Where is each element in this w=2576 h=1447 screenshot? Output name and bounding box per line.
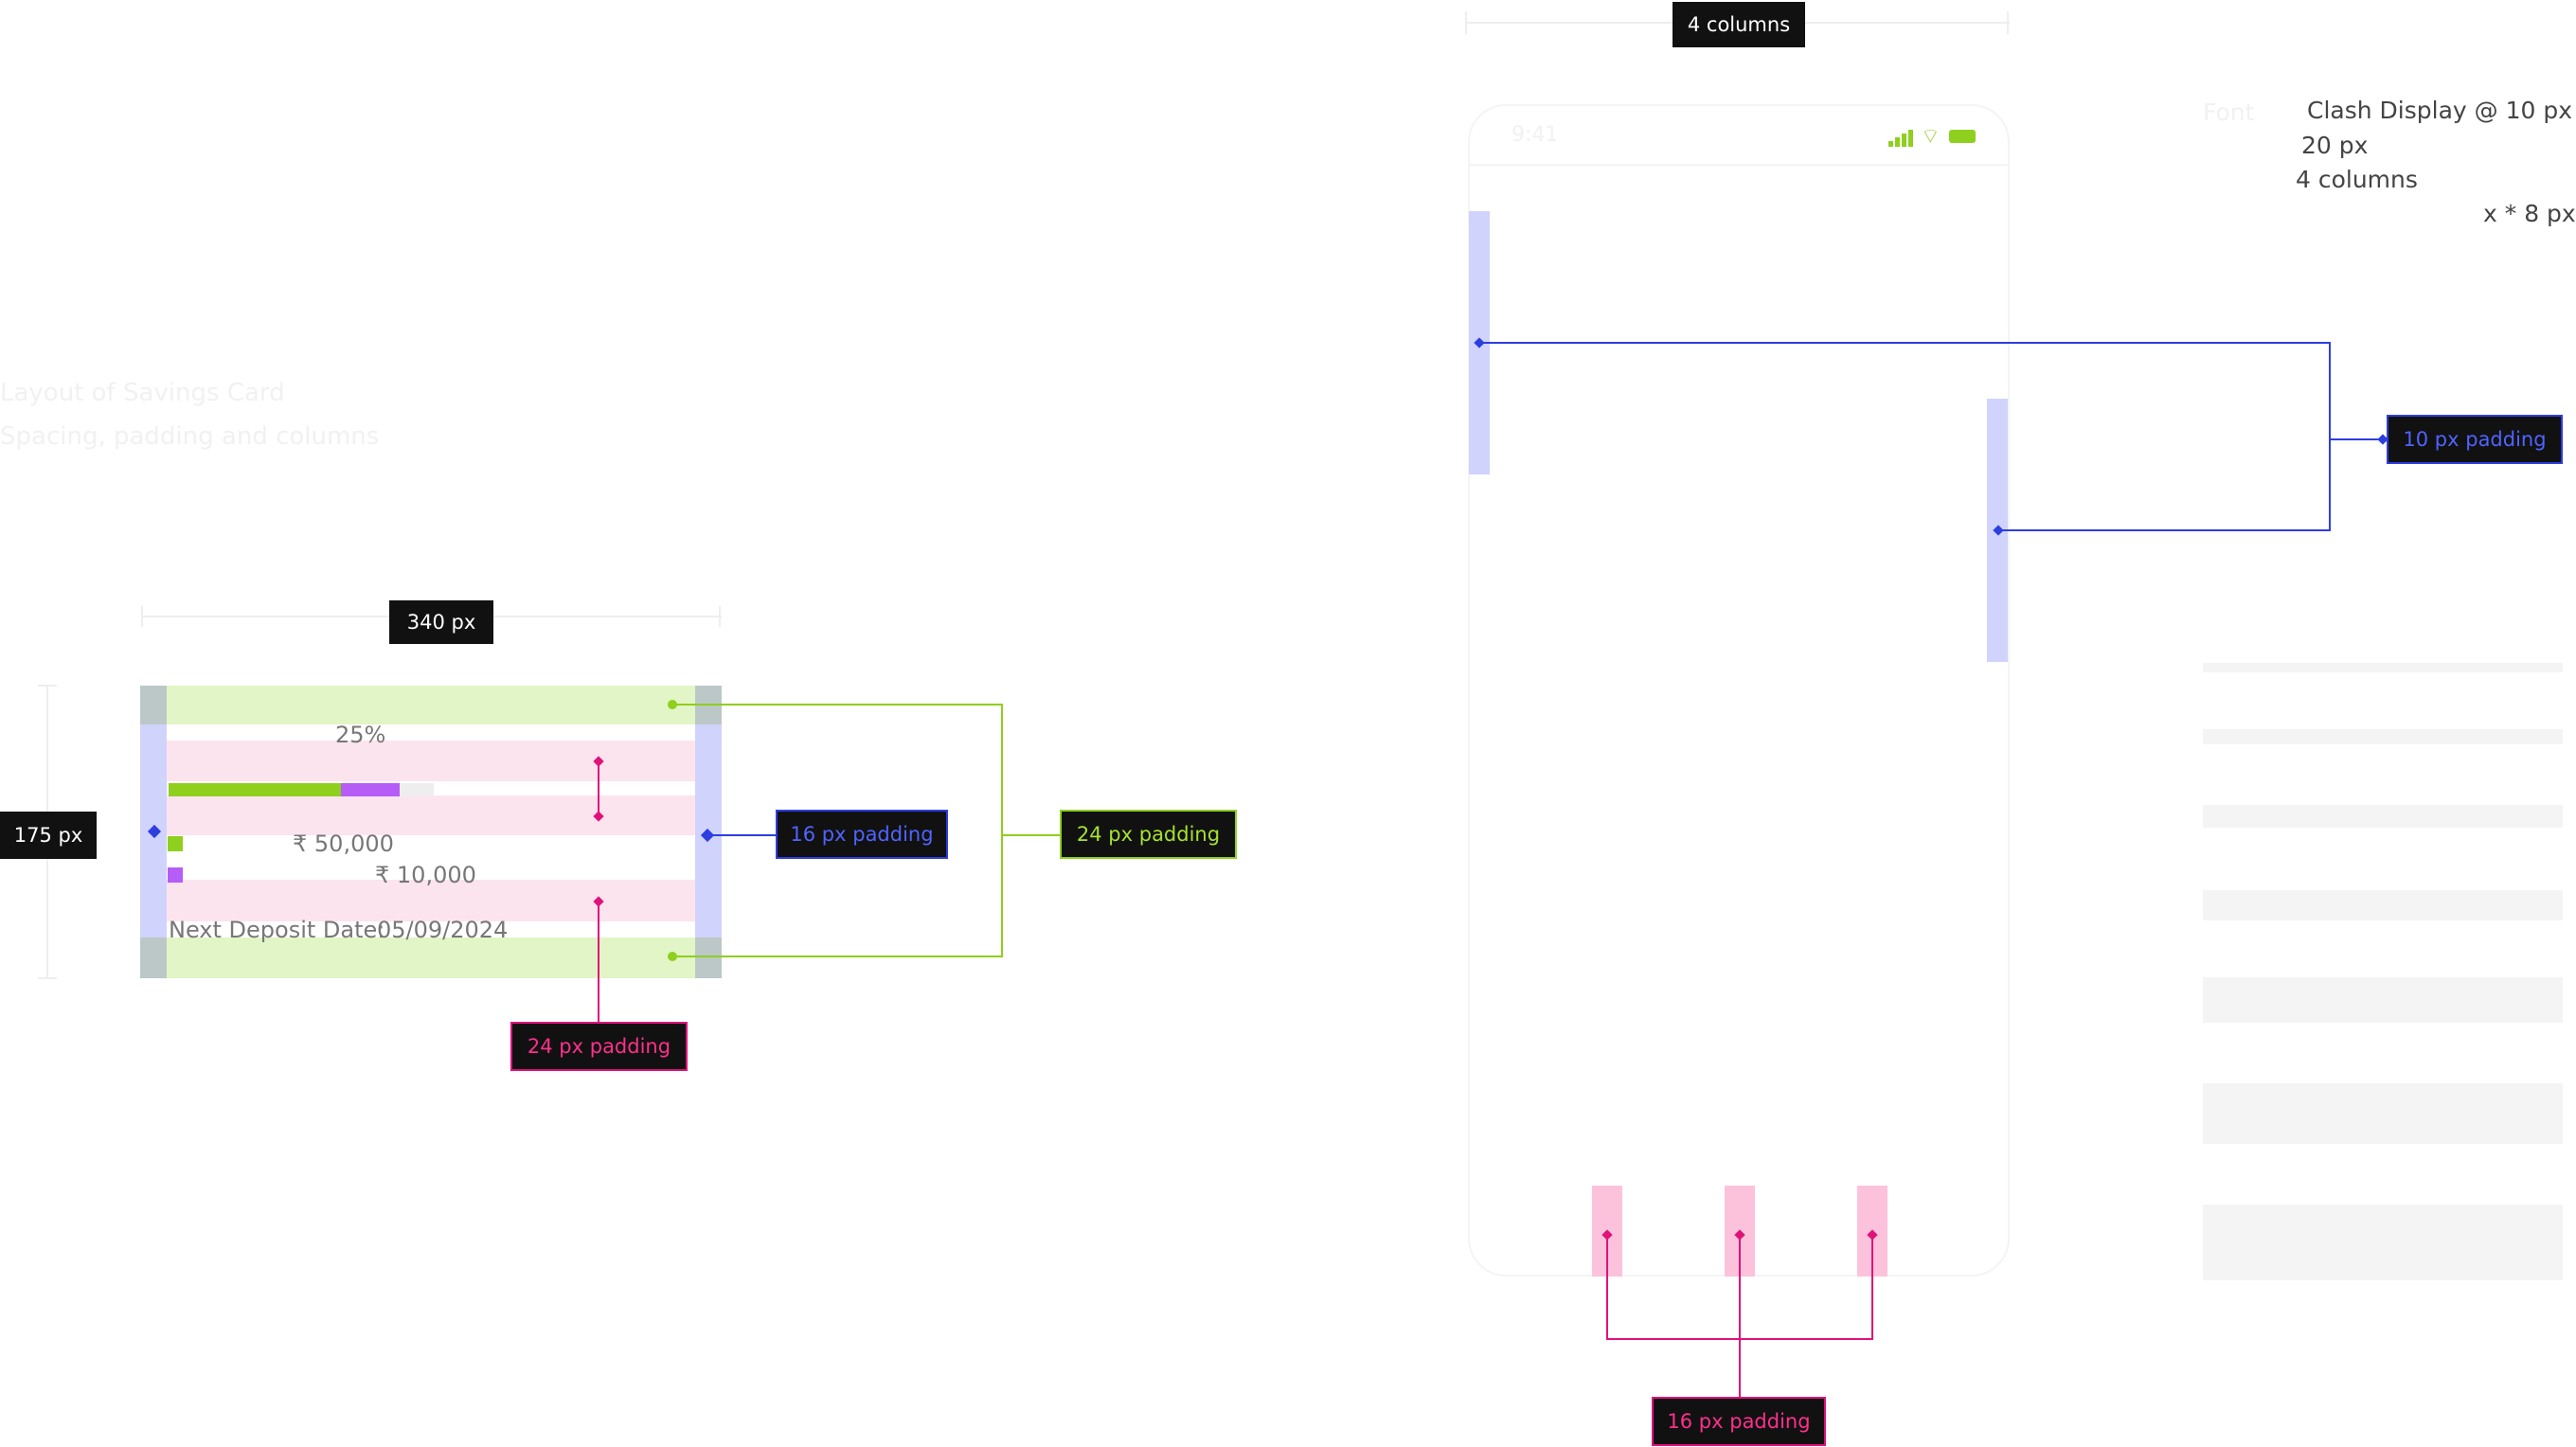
faded-note-line-2: Spacing, padding and columns	[0, 422, 380, 451]
phone-status-divider	[1470, 164, 2008, 166]
row-gap-3	[167, 880, 695, 921]
inner-padding-tag: 16 px padding	[776, 810, 948, 859]
faint-row-3	[2203, 805, 2563, 828]
corner-bl	[140, 938, 167, 978]
corner-br	[695, 938, 722, 978]
battery-icon	[1949, 130, 1976, 143]
columns-measure-tag: 4 columns	[1673, 2, 1805, 47]
gutter-padding-tag: 16 px padding	[1652, 1397, 1826, 1446]
phone-time: 9:41	[1512, 123, 1559, 147]
signal-icon	[1888, 130, 1917, 147]
outer-padding-tag: 24 px padding	[1060, 810, 1237, 859]
row-padding-tag: 24 px padding	[510, 1022, 688, 1071]
corner-tl	[140, 686, 167, 724]
spec-label-font: Font	[2203, 98, 2255, 126]
height-measure-tag: 175 px	[0, 812, 97, 859]
bottom-padding-zone	[140, 938, 722, 978]
progress-bar-track	[169, 783, 434, 796]
next-deposit-date: 05/09/2024	[377, 917, 509, 943]
width-measure-tag: 340 px	[389, 600, 493, 644]
faint-row-1	[2203, 663, 2563, 672]
spec-grid: 4 columns	[2296, 166, 2418, 193]
saved-amount: ₹ 50,000	[293, 831, 394, 857]
faint-row-2	[2203, 729, 2563, 744]
progress-percent: 25%	[335, 722, 386, 748]
spec-spacing: x * 8 px	[2483, 200, 2576, 227]
faint-row-6	[2203, 1083, 2563, 1144]
progress-bar-remaining	[341, 783, 400, 796]
top-padding-zone	[140, 686, 722, 724]
next-deposit-label: Next Deposit Date:	[169, 917, 385, 943]
phone-side-padding-tag: 10 px padding	[2387, 415, 2563, 464]
spec-font: Clash Display @ 10 px	[2307, 97, 2573, 124]
faded-note-line-1: Layout of Savings Card	[0, 379, 285, 407]
legend-swatch-saved	[168, 836, 183, 851]
progress-bar-fill	[169, 783, 341, 796]
phone-frame	[1468, 104, 2010, 1277]
wifi-icon: ⌔	[1921, 125, 1941, 149]
faint-row-5	[2203, 977, 2563, 1023]
row-gap-1	[167, 741, 695, 781]
spec-margin: 20 px	[2301, 132, 2369, 159]
faint-row-4	[2203, 890, 2563, 920]
row-gap-2	[167, 795, 695, 835]
faint-row-7	[2203, 1205, 2563, 1280]
legend-swatch-remaining	[168, 867, 183, 883]
remaining-amount: ₹ 10,000	[375, 862, 476, 888]
